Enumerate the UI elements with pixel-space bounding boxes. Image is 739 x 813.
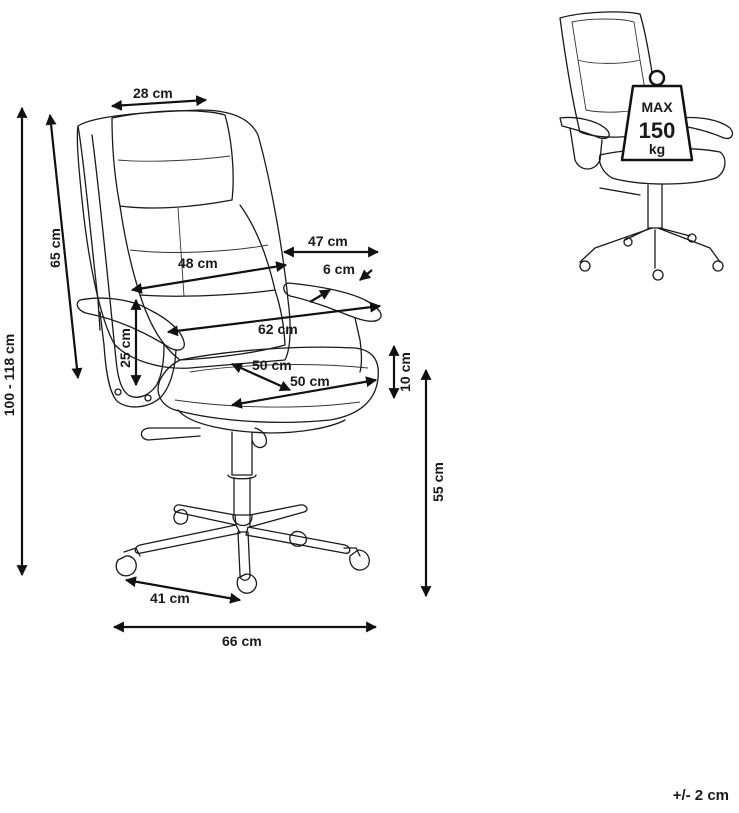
main-chair-illustration (76, 109, 382, 594)
arrow-arm-width-a (309, 289, 331, 303)
tolerance-note: +/- 2 cm (673, 787, 729, 804)
label-seat-depth: 50 cm (252, 357, 292, 373)
label-seat-thickness: 10 cm (397, 352, 413, 392)
label-arm-height: 25 cm (117, 328, 133, 368)
arrow-leg-length (124, 576, 242, 604)
label-arm-length: 47 cm (308, 233, 348, 249)
label-seat-width: 50 cm (290, 373, 330, 389)
dimension-arrows (16, 95, 432, 633)
caster-wheels (115, 509, 370, 594)
label-backrest-height: 65 cm (47, 228, 63, 268)
label-arm-width: 6 cm (323, 261, 355, 277)
arrow-seat-width (230, 376, 378, 409)
dimension-labels: 28 cm 65 cm 100 - 118 cm 48 cm 47 cm 6 c… (1, 85, 446, 649)
label-seat-height: 55 cm (430, 462, 446, 502)
arrow-headrest-width (110, 95, 208, 111)
weight-icon: MAX 150 kg (620, 69, 694, 162)
label-headrest-width: 28 cm (133, 85, 173, 101)
max-load-illustration: MAX 150 kg (559, 11, 734, 281)
label-leg-length: 41 cm (150, 590, 190, 606)
max-load-value: 150 (639, 118, 676, 143)
max-load-unit: kg (649, 141, 665, 157)
arrow-overall-width (166, 301, 382, 337)
arrow-arm-width-b (359, 269, 373, 281)
arrow-back-width (130, 261, 288, 294)
label-back-width: 48 cm (178, 255, 218, 271)
label-total-height: 100 - 118 cm (1, 334, 17, 417)
max-label: MAX (641, 99, 673, 115)
label-overall-width: 62 cm (258, 321, 298, 337)
arrow-backrest-height (45, 113, 83, 380)
label-base-width: 66 cm (222, 633, 262, 649)
